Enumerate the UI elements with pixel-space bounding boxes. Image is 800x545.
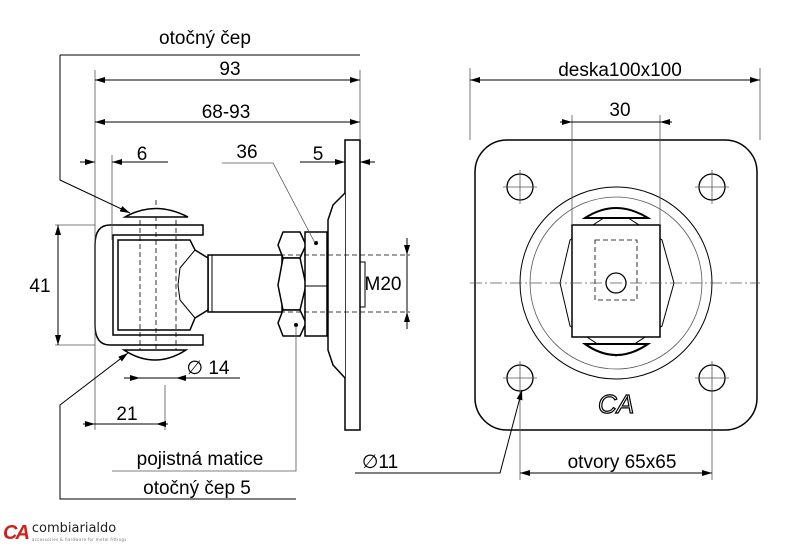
- washer-cone: [327, 192, 346, 379]
- dim-hole-spacing: otvory 65x65: [568, 452, 677, 473]
- dim-m20: M20: [365, 274, 402, 295]
- lock-nut: [304, 231, 328, 337]
- dim-diameter-11: ∅11: [362, 452, 398, 473]
- dim-30: 30: [609, 100, 630, 121]
- mounting-holes: [503, 170, 729, 395]
- bolt-end: [359, 261, 366, 308]
- dim-36: 36: [236, 142, 257, 163]
- hinge-bracket: [94, 200, 209, 361]
- front-view: CA deska100x100 30 otvory 65x65 ∅11: [355, 60, 761, 480]
- dim-6: 6: [137, 144, 148, 165]
- lock-nut-label: pojistná matice: [137, 449, 264, 470]
- dim-plate-size: deska100x100: [558, 60, 682, 81]
- dim-21: 21: [116, 404, 137, 425]
- dim-68-93: 68-93: [202, 102, 251, 123]
- brand-name: combiarialdo: [31, 520, 117, 536]
- brand-emboss-logo: CA: [598, 389, 634, 419]
- dim-93: 93: [219, 59, 240, 80]
- side-view: otočný čep 93 68-93 6 36 5 41 M20 ∅ 1: [29, 28, 410, 500]
- dim-diameter-14: ∅ 14: [187, 358, 230, 379]
- dim-41: 41: [29, 276, 50, 297]
- brand-logo-mark: CA: [3, 522, 30, 544]
- hex-nut: [277, 231, 307, 337]
- mounting-plate-side: [344, 139, 361, 431]
- brand-logo: CA combiarialdo accessories & hardware f…: [3, 522, 127, 545]
- brand-tagline: accessories & hardware for metal fitting…: [31, 536, 127, 542]
- pivot-pin-5-label: otočný čep 5: [143, 478, 251, 499]
- threaded-rod: [207, 254, 283, 313]
- dim-5: 5: [313, 144, 324, 165]
- pin-housing-front: [571, 224, 661, 338]
- pivot-pin-title: otočný čep: [159, 28, 251, 49]
